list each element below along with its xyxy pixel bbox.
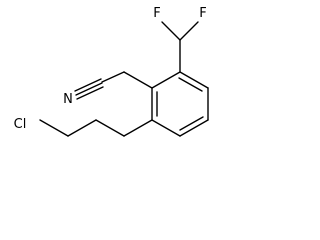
ring-bond-right bbox=[179, 71, 209, 89]
propyl-bond-2 bbox=[95, 119, 125, 137]
ring-to-propyl-bond bbox=[123, 119, 153, 137]
chloropropyl-chain: Cl bbox=[14, 117, 153, 137]
benzene-ring bbox=[151, 71, 209, 137]
c-f-left-bond bbox=[161, 21, 181, 41]
molecule-diagram: F F N Cl bbox=[14, 6, 209, 137]
ch2-to-cn-bond bbox=[101, 71, 125, 83]
c-cl-bond bbox=[39, 119, 69, 137]
triple-bond-line-1 bbox=[74, 78, 102, 92]
ring-bond-bottom-right bbox=[179, 119, 209, 137]
triple-bond-line-2 bbox=[75, 82, 103, 96]
fluorine-left-label: F bbox=[153, 6, 160, 21]
c-f-right-bond bbox=[179, 21, 199, 41]
fluorine-right-label: F bbox=[199, 6, 206, 21]
difluoromethyl-group: F F bbox=[153, 6, 207, 73]
ring-double-bond-top bbox=[178, 77, 203, 92]
cyanomethyl-group: N bbox=[63, 71, 153, 107]
ring-double-bond-bottom bbox=[179, 116, 204, 131]
ring-bond-bottom-left bbox=[151, 119, 181, 137]
ring-to-ch2-bond bbox=[123, 71, 153, 89]
ring-bond-top-right bbox=[151, 71, 181, 89]
chlorine-label: Cl bbox=[14, 117, 27, 132]
nitrogen-label: N bbox=[63, 92, 73, 107]
triple-bond-line-3 bbox=[76, 86, 104, 100]
propyl-bond-3 bbox=[67, 119, 97, 137]
